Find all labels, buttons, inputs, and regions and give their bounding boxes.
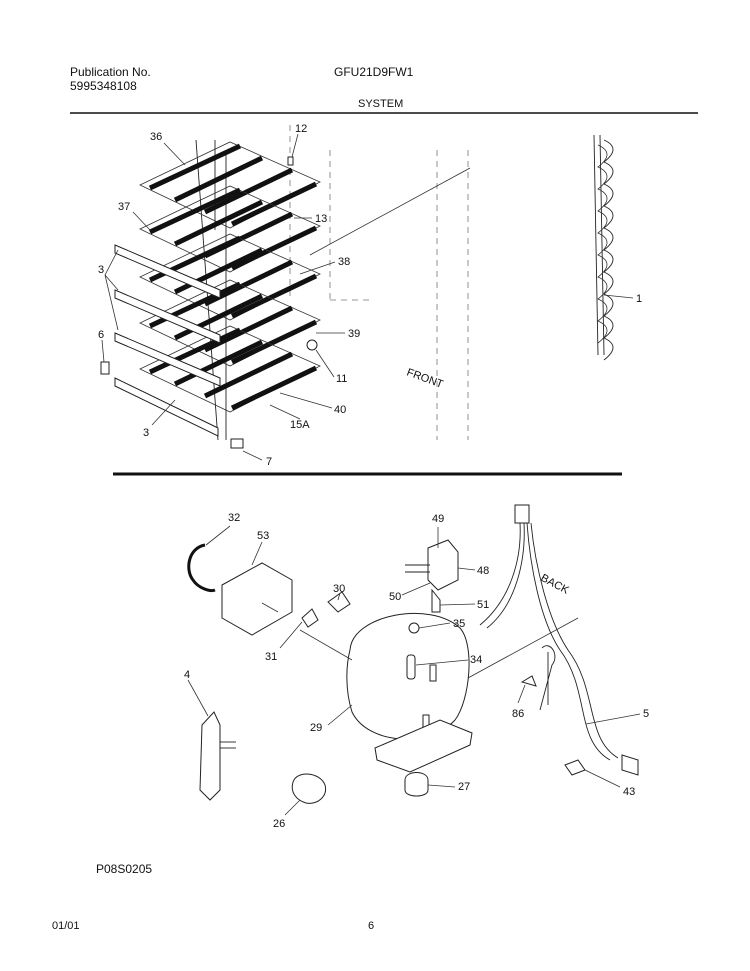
callout-36: 36 [150,131,162,143]
publication-label: Publication No. [70,65,151,79]
plug-end [621,754,639,776]
section-title: SYSTEM [358,98,404,110]
orientation-back: BACK [539,572,572,597]
callout-12: 12 [295,123,307,135]
callout-27: 27 [458,781,470,793]
callout-50: 50 [389,591,401,603]
callout-13: 13 [315,213,327,225]
page-number: 6 [368,920,375,932]
callout-26: 26 [273,818,285,830]
evaporator-shelf-assembly [100,125,471,449]
callout-49: 49 [432,513,444,525]
callout-35: 35 [453,618,465,630]
callout-51: 51 [477,599,489,611]
overload-30 [327,591,351,613]
side-wall-condenser-coil [593,134,614,361]
relay-31 [301,608,319,628]
grommet-35 [408,622,420,634]
callout-11: 11 [336,373,347,385]
callout-7: 7 [266,456,272,468]
callout-53: 53 [257,530,269,542]
drier-4 [199,711,221,801]
callout-3-upper: 3 [98,264,104,276]
screw-86 [520,675,537,687]
footer-date: 01/01 [52,920,80,932]
valve-bracket-49 [427,539,459,591]
callout-31: 31 [265,651,277,663]
callout-39: 39 [348,328,360,340]
upper-leader-lines [101,133,634,461]
clip-7 [230,438,244,449]
callout-38: 38 [338,256,350,268]
clip-43 [564,759,586,776]
callout-5: 5 [643,708,649,720]
callout-6: 6 [98,329,104,341]
cover-53 [221,562,293,636]
model-number: GFU21D9FW1 [334,65,414,79]
callout-32: 32 [228,512,240,524]
callout-1: 1 [636,293,642,305]
callout-3-lower: 3 [143,427,149,439]
wire-clip-32 [187,543,216,592]
callout-43: 43 [623,786,635,798]
lower-leader-lines [187,525,641,816]
compressor-assembly [187,504,639,804]
callout-37: 37 [118,201,130,213]
callout-48: 48 [477,565,489,577]
callout-15a: 15A [290,419,310,431]
callout-86: 86 [512,708,524,720]
clip-6 [100,361,110,375]
callout-4: 4 [184,669,190,681]
callout-34: 34 [470,654,482,666]
drier-11 [306,339,318,351]
grommet-27 [404,772,429,797]
callout-40: 40 [334,404,346,416]
callout-30: 30 [333,583,345,595]
sleeve-34 [406,654,416,680]
harness-connector [514,504,530,524]
publication-number: 5995348108 [70,79,137,93]
orientation-front: FRONT [405,367,445,391]
figure-code: P08S0205 [96,862,153,876]
callout-29: 29 [310,722,322,734]
cap-26 [291,773,327,804]
